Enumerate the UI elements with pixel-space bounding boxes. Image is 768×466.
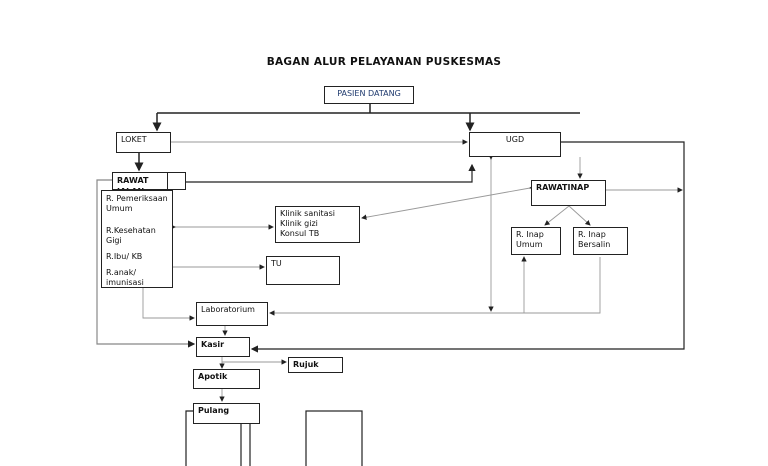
line-rawatjalan-ugd <box>186 163 476 183</box>
node-apotik: Apotik <box>193 369 260 389</box>
rawat-jalan-frame <box>128 172 186 190</box>
node-rawat-jalan-rooms: R. Pemeriksaan Umum R.Kesehatan Gigi R.I… <box>101 190 173 288</box>
node-r-inap-umum: R. Inap Umum <box>511 227 561 255</box>
konsul-tb: Konsul TB <box>280 229 320 238</box>
node-r-inap-bersalin: R. Inap Bersalin <box>573 227 628 255</box>
line-left-to-kasir <box>96 179 196 348</box>
node-ugd: UGD <box>469 132 561 157</box>
room-kesehatan-gigi: R.Kesehatan Gigi <box>106 226 156 245</box>
klinik-gizi: Klinik gizi <box>280 219 318 228</box>
node-kasir: Kasir <box>196 337 250 357</box>
klinik-sanitasi: Klinik sanitasi <box>280 209 335 218</box>
node-pulang: Pulang <box>193 403 260 424</box>
node-rawat-inap: RAWATINAP <box>531 180 606 206</box>
node-klinik: Klinik sanitasi Klinik gizi Konsul TB <box>275 206 360 243</box>
arrow-rawatinap-klinik <box>361 184 535 220</box>
room-pemeriksaan-umum: R. Pemeriksaan Umum <box>106 194 168 213</box>
line-pulang-left <box>185 410 193 466</box>
empty-box <box>305 410 363 466</box>
room-ibu-kb: R.Ibu/ KB <box>106 252 143 261</box>
line-pulang-bottom <box>240 424 251 466</box>
arrow-to-inap-bersalin <box>568 205 591 226</box>
node-laboratorium: Laboratorium <box>196 302 268 326</box>
diagram-title: BAGAN ALUR PELAYANAN PUSKESMAS <box>266 56 502 68</box>
line-inap-to-lab <box>269 257 601 316</box>
line-ugd-right <box>250 141 685 353</box>
arrow-to-inap-umum <box>544 205 570 226</box>
arrow-rawatjalan-lab <box>142 288 195 321</box>
line-pasien-split <box>157 104 580 114</box>
room-anak-imunisasi: R.anak/ imunisasi <box>106 268 144 287</box>
node-loket: LOKET <box>116 132 171 153</box>
node-pasien-datang: PASIEN DATANG <box>324 86 414 104</box>
node-rujuk: Rujuk <box>288 357 343 373</box>
node-tu: TU <box>266 256 340 285</box>
